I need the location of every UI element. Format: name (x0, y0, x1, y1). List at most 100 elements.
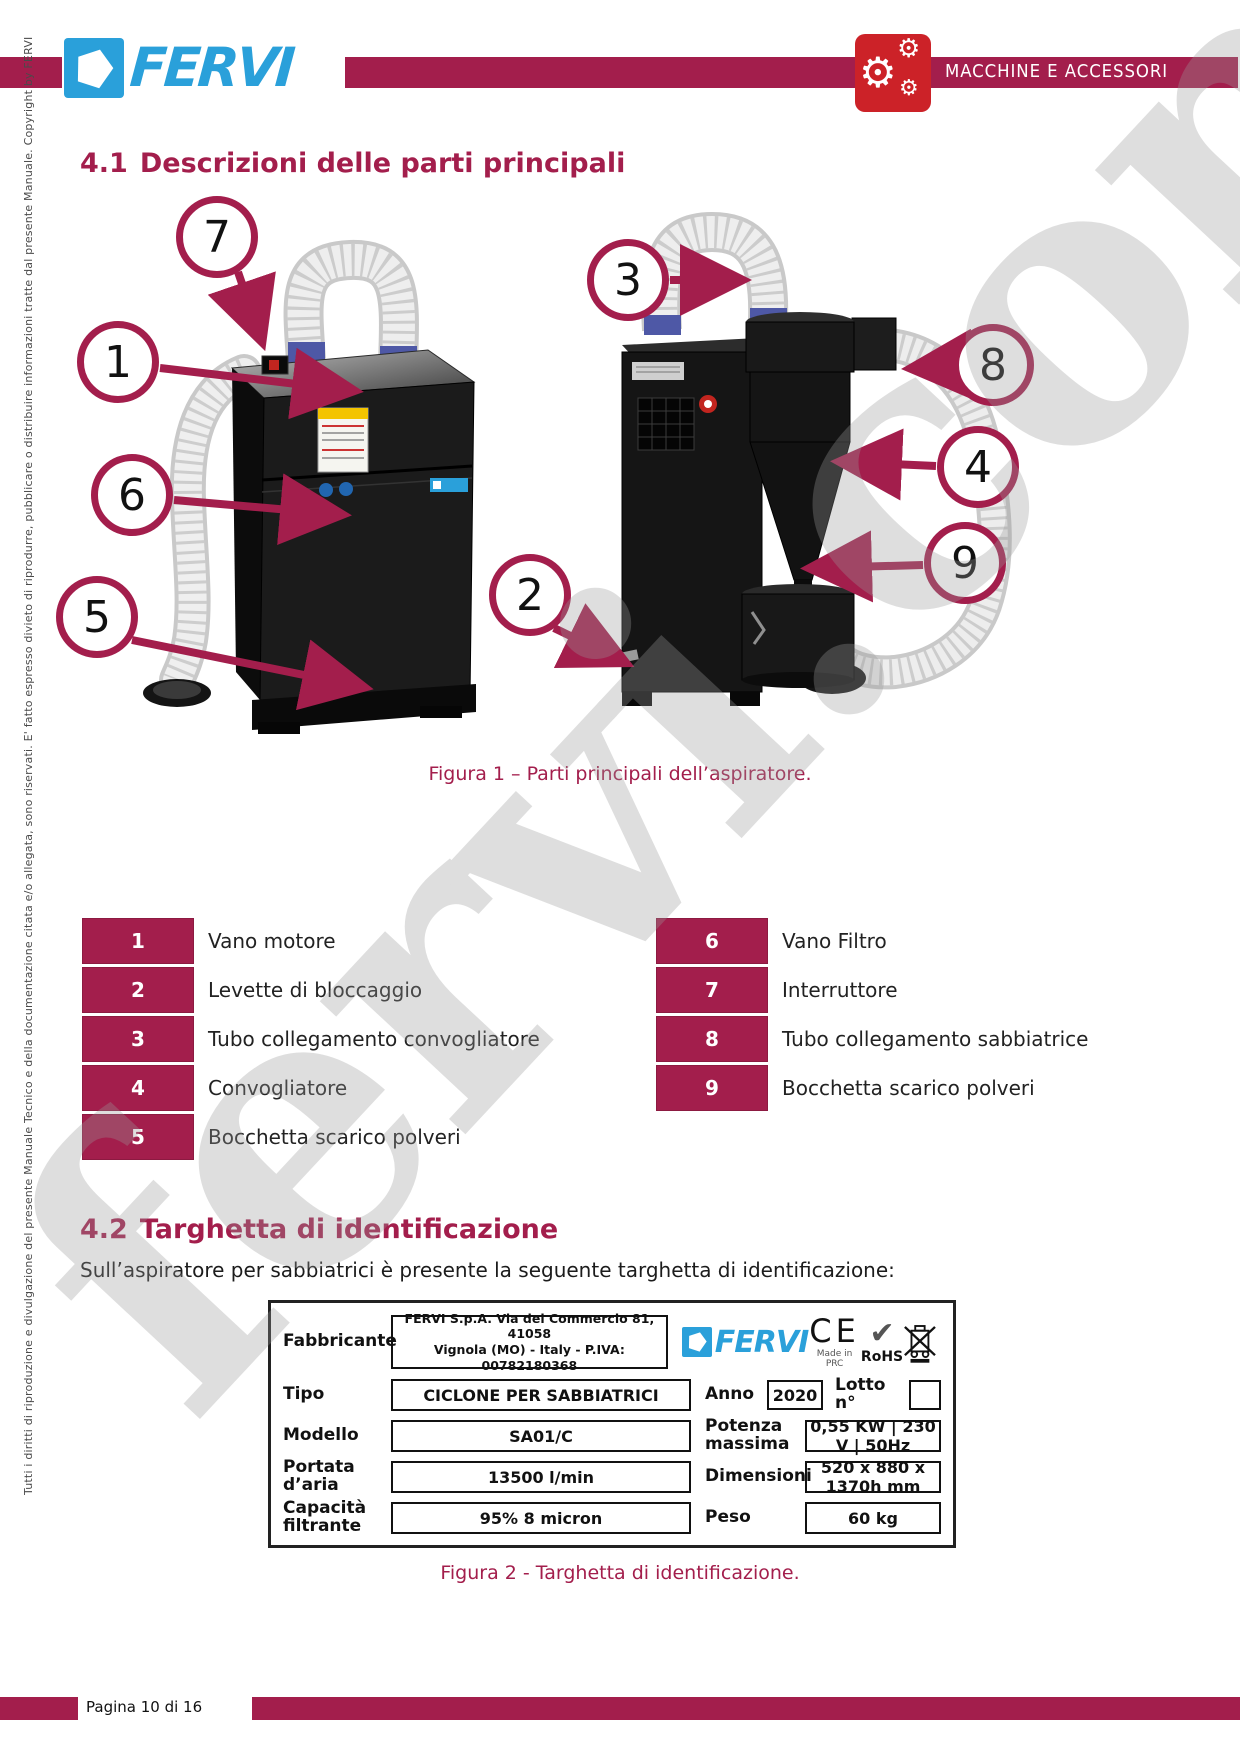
capacita-value-box: 95% 8 micron (391, 1502, 691, 1535)
part-number-badge: 9 (656, 1065, 768, 1111)
page-number-label: Pagina 10 di 16 (86, 1698, 203, 1716)
section-number: 4.2 (80, 1214, 128, 1245)
part-label: Interruttore (782, 978, 898, 1002)
section-title-text: Targhetta di identificazione (139, 1214, 559, 1245)
potenza-label: Potenza massima (705, 1416, 790, 1455)
identification-plate: Fabbricante FERVI S.p.A. Via del Commerc… (268, 1300, 956, 1548)
callout-6: 6 (91, 454, 173, 536)
fervi-logo: FERVI (64, 36, 295, 99)
part-number-badge: 8 (656, 1016, 768, 1062)
part-label: Vano Filtro (782, 929, 887, 953)
callout-3: 3 (587, 239, 669, 321)
header-bar (345, 57, 1238, 88)
left-machine-photo (143, 240, 476, 734)
peso-value-box: 60 kg (805, 1502, 941, 1535)
fervi-logo-icon (64, 38, 124, 98)
made-in-prc-label: Made in PRC (816, 1349, 853, 1369)
part-row: 5 Bocchetta scarico polveri (82, 1114, 540, 1160)
section-4-2-title: 4.2 Targhetta di identificazione (80, 1214, 558, 1245)
section-4-2-intro: Sull’aspiratore per sabbiatrici è presen… (80, 1258, 895, 1282)
gear-large-icon: ⚙ (859, 48, 897, 97)
footer-bar (252, 1697, 1240, 1720)
gears-icon: ⚙ ⚙ ⚙ (855, 34, 931, 112)
plate-fervi-logo-text: FERVI (714, 1324, 809, 1360)
tipo-value-box: CICLONE PER SABBIATRICI (391, 1379, 691, 1412)
potenza-value-box: 0,55 KW | 230 V | 50Hz (805, 1417, 941, 1455)
part-row: 7 Interruttore (656, 967, 1088, 1013)
bucket-clamp (750, 611, 766, 645)
fabbricante-label: Fabbricante (283, 1331, 397, 1352)
part-label: Tubo collegamento convogliatore (208, 1027, 540, 1051)
figure2-caption: Figura 2 - Targhetta di identificazione. (440, 1562, 800, 1584)
fabbricante-line2: Vignola (MO) - Italy - P.IVA: 0078218036… (433, 1342, 625, 1373)
section-title-text: Descrizioni delle parti principali (139, 148, 626, 179)
part-number-badge: 2 (82, 967, 194, 1013)
part-number-badge: 6 (656, 918, 768, 964)
gear-small-icon: ⚙ (899, 76, 919, 101)
portata-label: Portata d’aria (283, 1457, 355, 1496)
part-number-badge: 3 (82, 1016, 194, 1062)
part-label: Convogliatore (208, 1076, 348, 1100)
ce-mark: CE Made in PRC (808, 1315, 861, 1369)
plate-fervi-logo-icon (681, 1327, 712, 1357)
lotto-value-box (909, 1380, 941, 1411)
rohs-label: RoHS (860, 1349, 904, 1365)
part-number-badge: 4 (82, 1065, 194, 1111)
cyclone-conveyor (741, 312, 897, 688)
callout-4: 4 (937, 426, 1019, 508)
part-number-badge: 7 (656, 967, 768, 1013)
anno-value-box: 2020 (767, 1380, 823, 1411)
part-row: 3 Tubo collegamento convogliatore (82, 1016, 540, 1062)
section-number: 4.1 (80, 148, 128, 179)
callout-5: 5 (56, 576, 138, 658)
parts-column-left: 1 Vano motore 2 Levette di bloccaggio 3 … (82, 918, 540, 1163)
part-label: Bocchetta scarico polveri (782, 1076, 1035, 1100)
portata-value-box: 13500 l/min (391, 1461, 691, 1494)
anno-label: Anno (705, 1384, 755, 1405)
fervi-logo-text: FERVI (127, 36, 295, 99)
dimensioni-label: Dimensioni (705, 1466, 812, 1487)
callout-1: 1 (77, 321, 159, 403)
hose-collar (644, 315, 681, 335)
part-row: 9 Bocchetta scarico polveri (656, 1065, 1088, 1111)
peso-label: Peso (705, 1507, 751, 1528)
part-row: 2 Levette di bloccaggio (82, 967, 540, 1013)
dimensioni-value-box: 520 x 880 x 1370h mm (805, 1458, 941, 1496)
fan-grille (637, 397, 695, 451)
part-row: 6 Vano Filtro (656, 918, 1088, 964)
section-4-1-title: 4.1 Descrizioni delle parti principali (80, 148, 625, 179)
plate-row-modello: Modello SA01/C Potenza massima 0,55 KW |… (283, 1416, 941, 1455)
part-label: Tubo collegamento sabbiatrice (782, 1027, 1089, 1051)
rohs-mark: ✔ RoHS (860, 1319, 904, 1366)
mandatory-sticker-icon (339, 482, 353, 496)
part-row: 1 Vano motore (82, 918, 540, 964)
part-label: Levette di bloccaggio (208, 978, 423, 1002)
fabbricante-value-box: FERVI S.p.A. Via del Commercio 81, 41058… (391, 1311, 668, 1373)
mandatory-sticker-icon (319, 483, 333, 497)
plate-fervi-logo: FERVI (681, 1324, 809, 1360)
part-number-badge: 1 (82, 918, 194, 964)
gear-medium-icon: ⚙ (897, 34, 921, 64)
warning-label (317, 407, 369, 473)
plate-row-portata: Portata d’aria 13500 l/min Dimensioni 52… (283, 1457, 941, 1496)
part-row: 4 Convogliatore (82, 1065, 540, 1111)
plate-fervi-aperture-icon (684, 1328, 710, 1354)
header-banner-label: MACCHINE E ACCESSORI (945, 61, 1169, 82)
part-row: 8 Tubo collegamento sabbiatrice (656, 1016, 1088, 1062)
part-label: Bocchetta scarico polveri (208, 1125, 461, 1149)
callout-7: 7 (176, 196, 258, 278)
rating-label (632, 362, 684, 380)
ce-mark-text: CE (809, 1312, 860, 1350)
plate-row-tipo: Tipo CICLONE PER SABBIATRICI Anno 2020 L… (283, 1375, 941, 1414)
part-number-badge: 5 (82, 1114, 194, 1160)
parts-column-right: 6 Vano Filtro 7 Interruttore 8 Tubo coll… (656, 918, 1088, 1114)
weee-bin-icon (904, 1325, 936, 1363)
modello-value-box: SA01/C (391, 1420, 691, 1453)
modello-label: Modello (283, 1425, 359, 1446)
lotto-label: Lotto n° (835, 1375, 886, 1414)
capacita-label: Capacità filtrante (283, 1498, 367, 1537)
figure1-caption: Figura 1 – Parti principali dell’aspirat… (428, 763, 812, 785)
callout-9: 9 (924, 522, 1006, 604)
plate-logos: FERVI CE Made in PRC ✔ RoHS (668, 1315, 941, 1369)
